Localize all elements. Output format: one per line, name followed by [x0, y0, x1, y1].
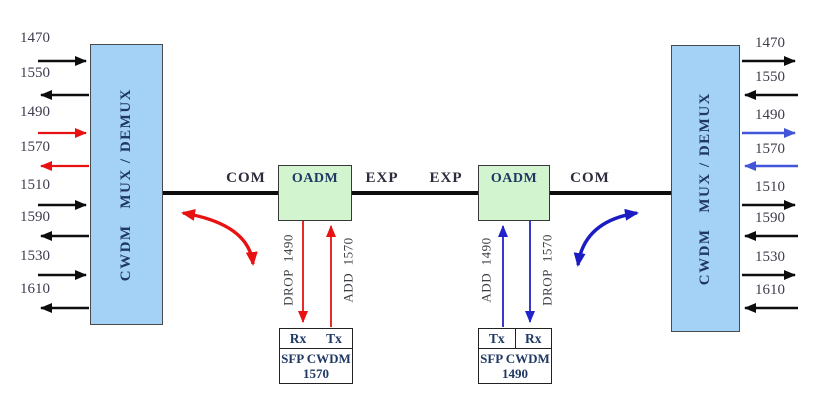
right-port-label-1470: 1470 — [755, 35, 785, 51]
sfp1-box: Rx Tx SFP CWDM 1570 — [279, 328, 353, 384]
oadm1-add-label: ADD 1570 — [340, 237, 356, 303]
oadm2-add-label: ADD 1490 — [478, 237, 494, 303]
oadm1-drop-label: DROP 1490 — [280, 234, 296, 306]
left-port-label-1610: 1610 — [20, 281, 50, 297]
exp-label-right: EXP — [429, 170, 463, 186]
sfp1-name: SFP CWDM 1570 — [280, 349, 352, 383]
oadm2-drop-label: DROP 1570 — [539, 234, 555, 306]
right-port-label-1590: 1590 — [755, 210, 785, 226]
oadm1-box: OADM — [278, 165, 352, 221]
left-port-label-1530: 1530 — [20, 248, 50, 264]
sfp2-name-line2: 1490 — [502, 366, 528, 381]
left-mux-label: CWDM MUX / DEMUX — [118, 87, 134, 282]
right-cwdm-mux-demux: CWDM MUX / DEMUX — [671, 45, 740, 332]
oadm2-label: OADM — [490, 171, 538, 186]
blue-bidirectional-arc — [573, 208, 639, 267]
oadm1-label: OADM — [291, 171, 339, 186]
sfp2-rx-port: Rx — [514, 329, 552, 348]
right-port-label-1490: 1490 — [755, 107, 785, 123]
right-port-label-1610: 1610 — [755, 282, 785, 298]
left-port-label-1470: 1470 — [20, 30, 50, 46]
right-port-label-1570: 1570 — [755, 141, 785, 157]
right-port-label-1530: 1530 — [755, 249, 785, 265]
exp-label-left: EXP — [365, 170, 399, 186]
right-port-label-1550: 1550 — [755, 69, 785, 85]
sfp1-rx-port: Rx — [289, 330, 307, 346]
right-port-label-1510: 1510 — [755, 179, 785, 195]
sfp1-name-line1: SFP CWDM — [281, 351, 351, 366]
com-label-left: COM — [226, 170, 266, 186]
left-port-label-1510: 1510 — [20, 177, 50, 193]
sfp1-name-line2: 1570 — [303, 366, 329, 381]
sfp1-header: Rx Tx — [280, 329, 352, 349]
sfp2-header: Tx Rx — [479, 329, 551, 349]
sfp2-name-line1: SFP CWDM — [480, 351, 550, 366]
left-port-label-1590: 1590 — [20, 209, 50, 225]
sfp2-tx-port: Tx — [488, 330, 505, 346]
left-port-label-1490: 1490 — [20, 104, 50, 120]
sfp1-tx-port: Tx — [326, 330, 342, 346]
sfp2-box: Tx Rx SFP CWDM 1490 — [478, 328, 552, 384]
left-port-label-1550: 1550 — [20, 65, 50, 81]
oadm2-box: OADM — [478, 165, 550, 221]
red-bidirectional-arc — [181, 209, 258, 266]
com-label-right: COM — [570, 170, 610, 186]
right-mux-label: CWDM MUX / DEMUX — [697, 91, 713, 286]
sfp2-name: SFP CWDM 1490 — [479, 349, 551, 383]
left-port-label-1570: 1570 — [20, 139, 50, 155]
left-cwdm-mux-demux: CWDM MUX / DEMUX — [90, 44, 163, 325]
